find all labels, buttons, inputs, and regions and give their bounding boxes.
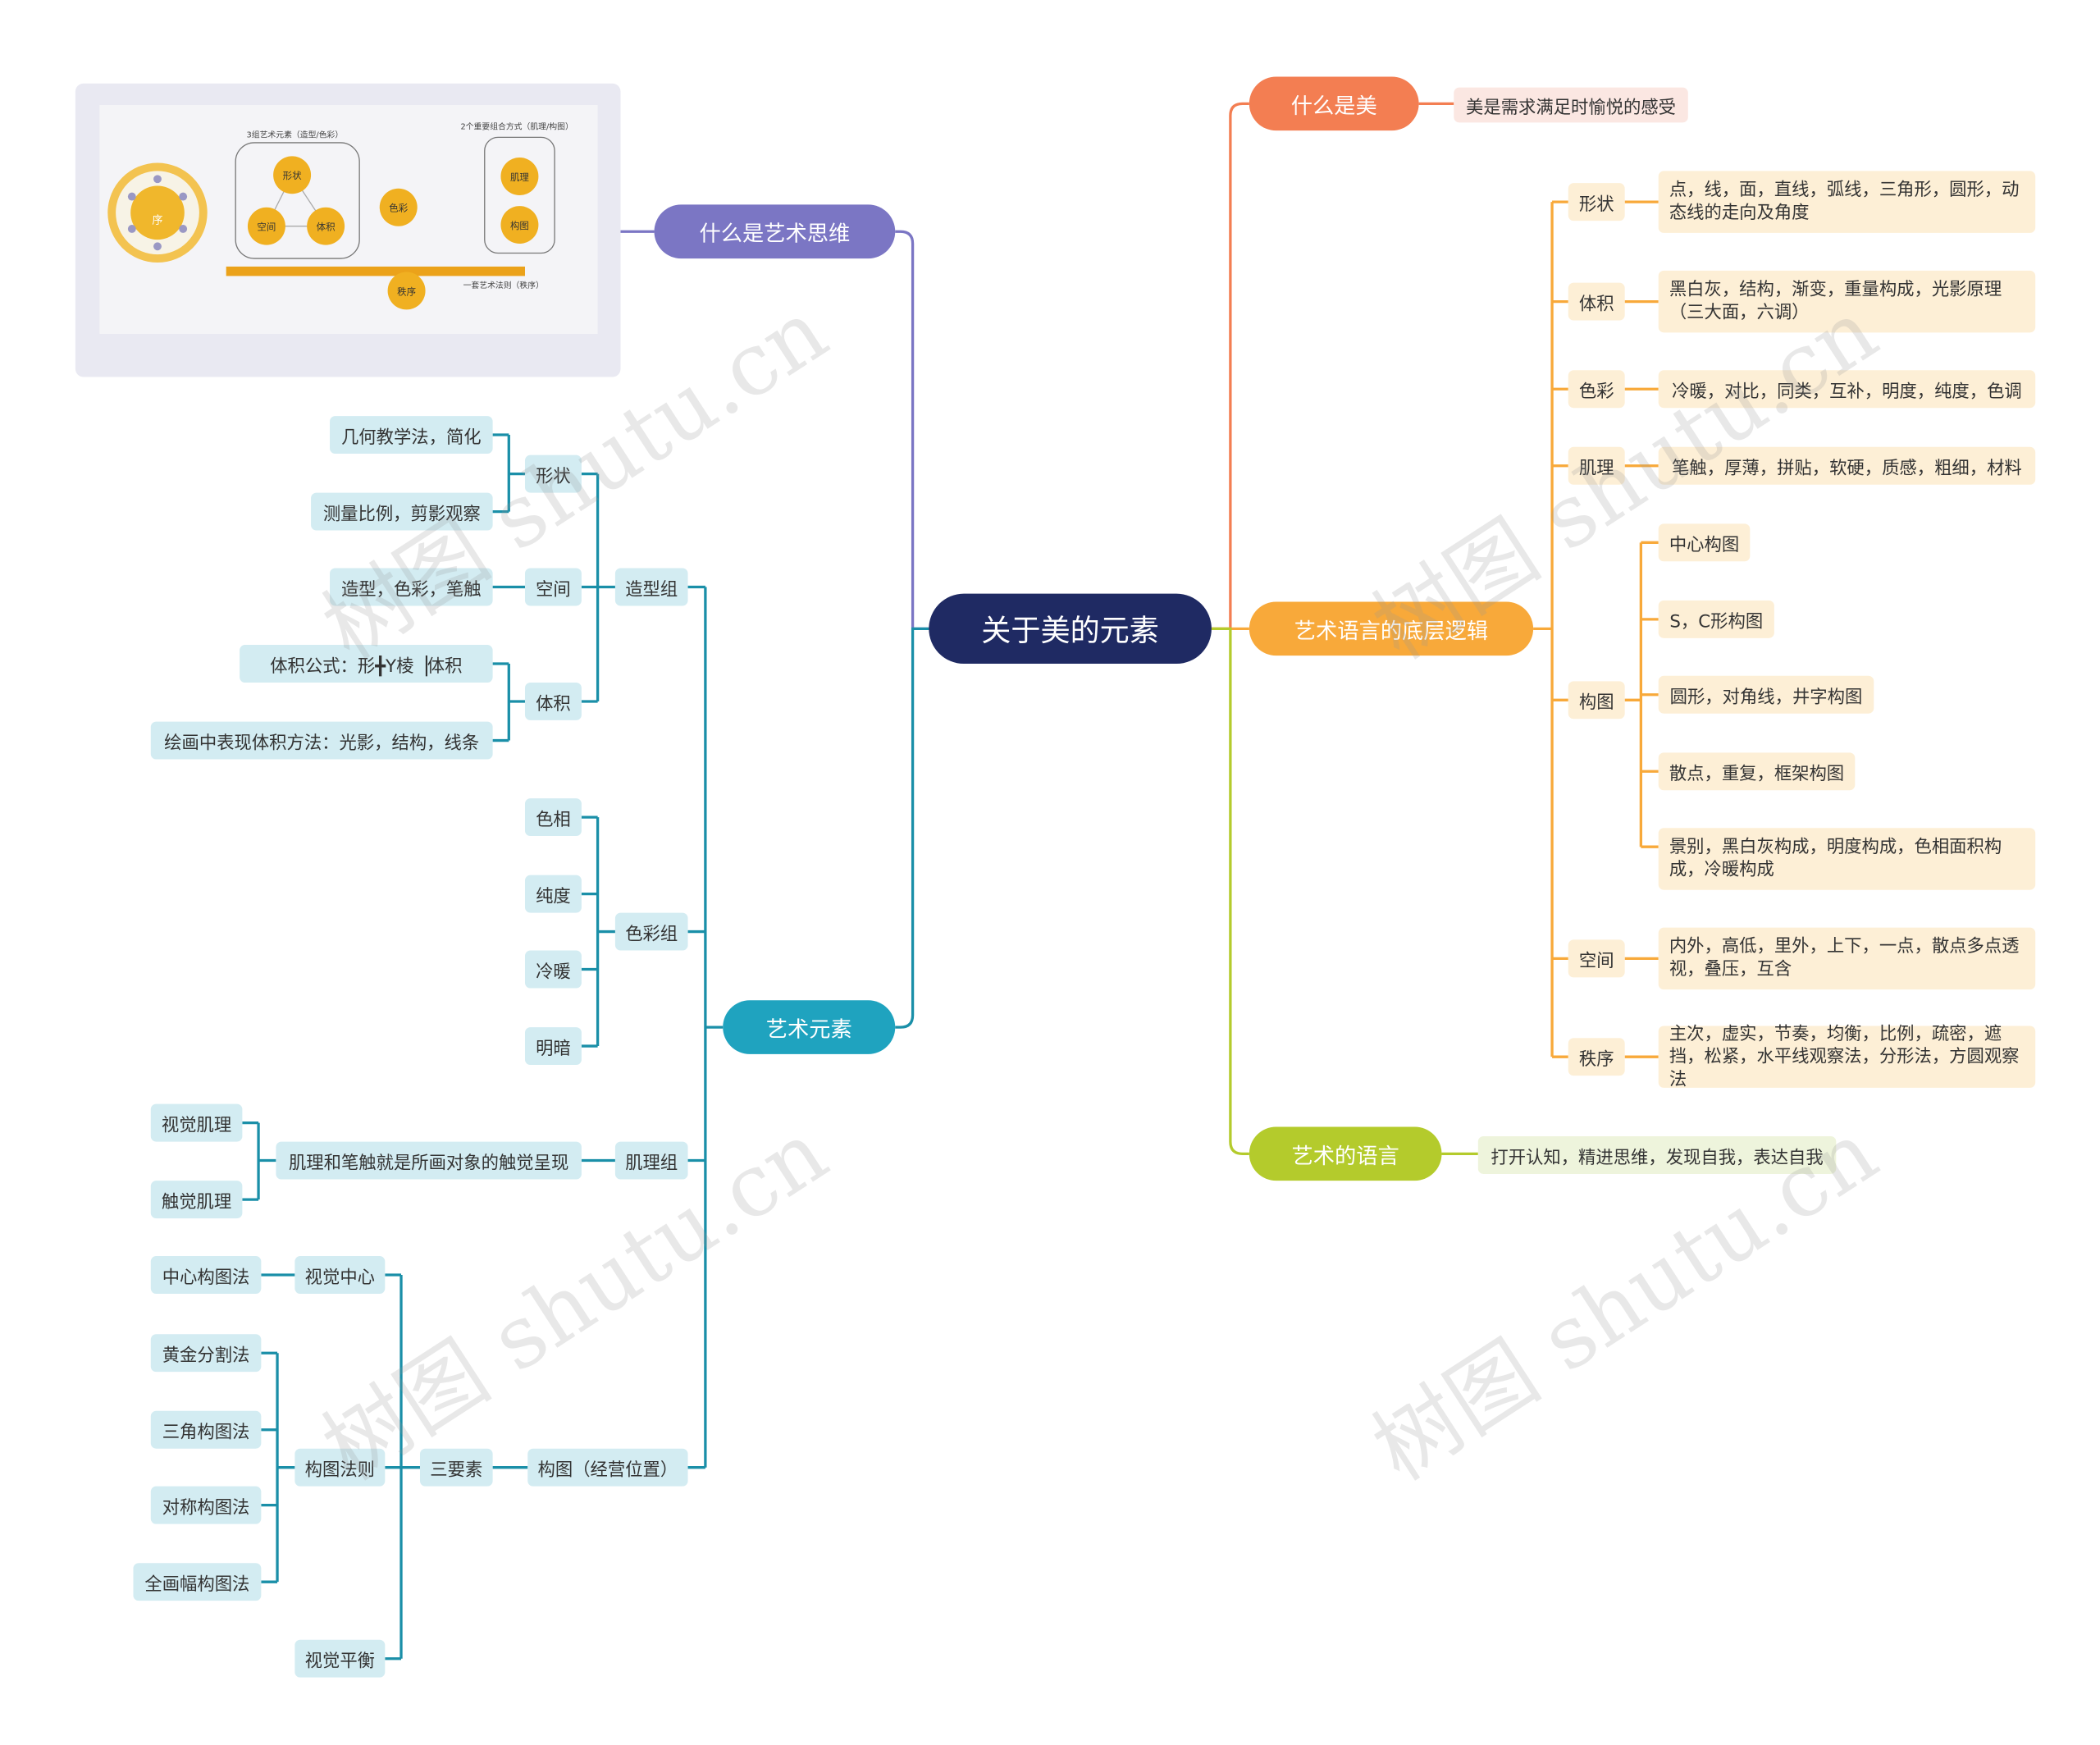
thinking-connectors bbox=[620, 230, 929, 630]
branch-art-elements[interactable]: 艺术元素 bbox=[723, 1000, 896, 1054]
comp-item[interactable]: 圆形，对角线，井字构图 bbox=[1658, 675, 1874, 714]
tactile-texture[interactable]: 触觉肌理 bbox=[150, 1181, 243, 1219]
language-desc[interactable]: 打开认知，精进思维，发现自我，表达自我 bbox=[1477, 1136, 1837, 1174]
comp-item[interactable]: S，C形构图 bbox=[1658, 600, 1774, 638]
composition-rules[interactable]: 构图法则 bbox=[294, 1448, 386, 1487]
center-label: 序 bbox=[152, 213, 162, 226]
art-elements-diagram: 序 3组艺术元素（造型/色彩） 形状 空间 体积 色彩 2个重要组合方式（肌理/… bbox=[107, 121, 573, 310]
logic-texture[interactable]: 肌理 bbox=[1568, 446, 1625, 485]
center-composition[interactable]: 中心构图法 bbox=[150, 1256, 262, 1295]
rule-item[interactable]: 全画幅构图法 bbox=[133, 1563, 262, 1601]
color-label: 色彩 bbox=[389, 203, 408, 214]
composition-label: 构图 bbox=[510, 220, 529, 231]
order-label: 秩序 bbox=[397, 286, 416, 297]
language-connectors bbox=[1211, 627, 1478, 1155]
shape-method[interactable]: 几何教学法，简化 bbox=[330, 416, 493, 455]
color-item[interactable]: 冷暖 bbox=[524, 950, 582, 989]
color-item[interactable]: 明暗 bbox=[524, 1027, 582, 1066]
texture-label: 肌理 bbox=[510, 171, 529, 183]
shape-label: 形状 bbox=[283, 170, 302, 181]
logic-volume-desc[interactable]: 黑白灰，结构，渐变，重量构成，光影原理（三大面，六调） bbox=[1658, 270, 2036, 333]
space-desc[interactable]: 造型，色彩，笔触 bbox=[330, 568, 493, 606]
visual-center[interactable]: 视觉中心 bbox=[294, 1256, 386, 1295]
logic-shape[interactable]: 形状 bbox=[1568, 183, 1625, 222]
branch-art-thinking[interactable]: 什么是艺术思维 bbox=[654, 204, 896, 259]
logic-composition[interactable]: 构图 bbox=[1568, 681, 1625, 719]
volume-label: 体积 bbox=[317, 222, 336, 233]
space-label: 空间 bbox=[257, 222, 276, 233]
image-content: 序 3组艺术元素（造型/色彩） 形状 空间 体积 色彩 2个重要组合方式（肌理/… bbox=[99, 104, 598, 334]
texture-desc[interactable]: 肌理和笔触就是所画对象的触觉呈现 bbox=[276, 1141, 582, 1180]
elements-connectors bbox=[242, 433, 929, 1660]
comp-item[interactable]: 中心构图 bbox=[1658, 523, 1751, 562]
logic-order[interactable]: 秩序 bbox=[1568, 1038, 1625, 1076]
logic-space[interactable]: 空间 bbox=[1568, 939, 1625, 978]
root-node[interactable]: 关于美的元素 bbox=[929, 593, 1212, 665]
texture-group[interactable]: 肌理组 bbox=[614, 1141, 688, 1180]
logic-order-desc[interactable]: 主次，虚实，节奏，均衡，比例，疏密，遮挡，松紧，水平线观察法，分形法，方圆观察法 bbox=[1658, 1024, 2036, 1089]
logic-volume[interactable]: 体积 bbox=[1568, 282, 1625, 321]
logic-color[interactable]: 色彩 bbox=[1568, 370, 1625, 409]
branch-art-language-logic[interactable]: 艺术语言的底层逻辑 bbox=[1249, 601, 1534, 656]
logic-texture-desc[interactable]: 笔触，厚薄，拼贴，软硬，质感，粗细，材料 bbox=[1658, 446, 2036, 485]
logic-color-desc[interactable]: 冷暖，对比，同类，互补，明度，纯度，色调 bbox=[1658, 370, 2036, 409]
visual-balance[interactable]: 视觉平衡 bbox=[294, 1639, 386, 1678]
comp-item[interactable]: 散点，重复，框架构图 bbox=[1658, 752, 1856, 791]
rule-item[interactable]: 三角构图法 bbox=[150, 1410, 262, 1449]
modeling-volume[interactable]: 体积 bbox=[524, 682, 582, 720]
beauty-desc[interactable]: 美是需求满足时愉悦的感受 bbox=[1454, 87, 1688, 123]
shape-observe[interactable]: 测量比例，剪影观察 bbox=[311, 492, 493, 531]
logic-shape-desc[interactable]: 点，线，面，直线，弧线，三角形，圆形，动态线的走向及角度 bbox=[1658, 171, 2036, 233]
rule-item[interactable]: 黄金分割法 bbox=[150, 1334, 262, 1373]
art-thinking-image[interactable]: 序 3组艺术元素（造型/色彩） 形状 空间 体积 色彩 2个重要组合方式（肌理/… bbox=[75, 83, 621, 377]
branch-art-language[interactable]: 艺术的语言 bbox=[1249, 1126, 1442, 1181]
logic-space-desc[interactable]: 内外，高低，里外，上下，一点，散点多点透视，叠压，互含 bbox=[1658, 927, 2036, 990]
right-connectors bbox=[1211, 102, 1454, 630]
composition-node[interactable]: 构图（经营位置） bbox=[527, 1448, 688, 1487]
modeling-shape[interactable]: 形状 bbox=[524, 455, 582, 493]
comp-item[interactable]: 景别，黑白灰构成，明度构成，色相面积构成，冷暖构成 bbox=[1658, 828, 2036, 890]
right-group-caption: 2个重要组合方式（肌理/构图） bbox=[460, 121, 573, 132]
law-caption: 一套艺术法则（秩序） bbox=[463, 280, 544, 290]
logic-connectors bbox=[1211, 200, 1659, 1058]
modeling-space[interactable]: 空间 bbox=[524, 568, 582, 606]
branch-what-is-beauty[interactable]: 什么是美 bbox=[1249, 76, 1419, 131]
left-group-caption: 3组艺术元素（造型/色彩） bbox=[247, 129, 344, 139]
color-item[interactable]: 色相 bbox=[524, 798, 582, 837]
volume-formula[interactable]: 体积公式：形╋Y棱▕体积 bbox=[240, 645, 493, 683]
volume-methods[interactable]: 绘画中表现体积方法：光影，结构，线条 bbox=[150, 721, 493, 760]
three-elements[interactable]: 三要素 bbox=[419, 1448, 493, 1487]
rule-item[interactable]: 对称构图法 bbox=[150, 1486, 262, 1524]
color-item[interactable]: 纯度 bbox=[524, 875, 582, 913]
modeling-group[interactable]: 造型组 bbox=[614, 568, 688, 606]
visual-texture[interactable]: 视觉肌理 bbox=[150, 1103, 243, 1142]
color-group[interactable]: 色彩组 bbox=[614, 912, 688, 951]
